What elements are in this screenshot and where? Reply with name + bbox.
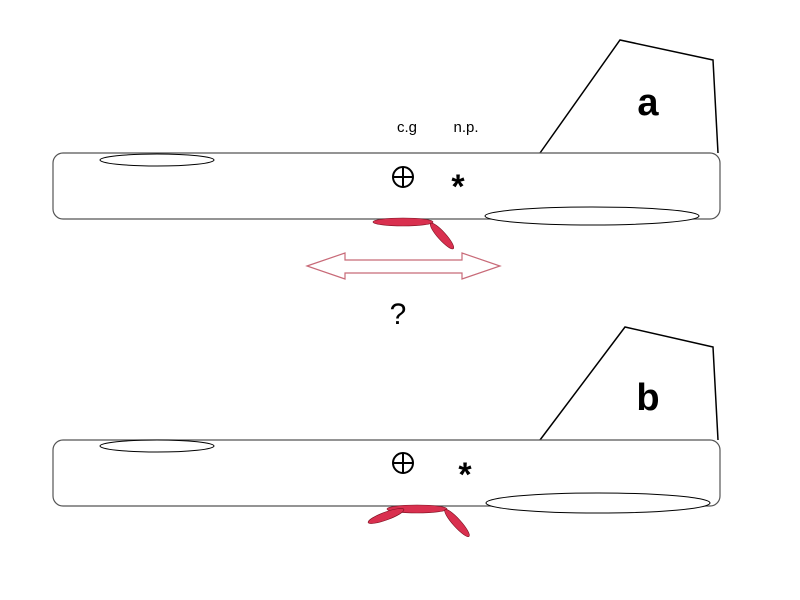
double-arrow bbox=[305, 252, 502, 280]
np-symbol-b: * bbox=[458, 456, 472, 494]
tail-fin-a bbox=[539, 39, 719, 154]
cg-label: c.g bbox=[397, 119, 417, 136]
aircraft-a: c.g n.p. * a bbox=[52, 39, 721, 250]
wing-bottom-b bbox=[485, 492, 711, 514]
flap-right-b bbox=[444, 509, 470, 537]
flap-a bbox=[372, 217, 434, 227]
wing-bottom-a bbox=[484, 206, 700, 226]
question-mark: ? bbox=[390, 298, 407, 331]
aircraft-b: * b bbox=[52, 326, 721, 537]
panel-label-a: a bbox=[637, 82, 659, 124]
wing-top-b bbox=[99, 439, 215, 453]
cg-symbol-b bbox=[392, 452, 414, 474]
panel-label-b: b bbox=[636, 377, 659, 419]
cg-symbol-a bbox=[392, 166, 414, 188]
flap-left-b bbox=[367, 508, 405, 524]
flap-deflected-a bbox=[429, 222, 455, 250]
fuselage-b bbox=[52, 439, 721, 507]
np-label: n.p. bbox=[453, 119, 478, 136]
wing-top-a bbox=[99, 153, 215, 167]
np-symbol-a: * bbox=[451, 168, 465, 206]
tail-fin-b bbox=[539, 326, 719, 441]
